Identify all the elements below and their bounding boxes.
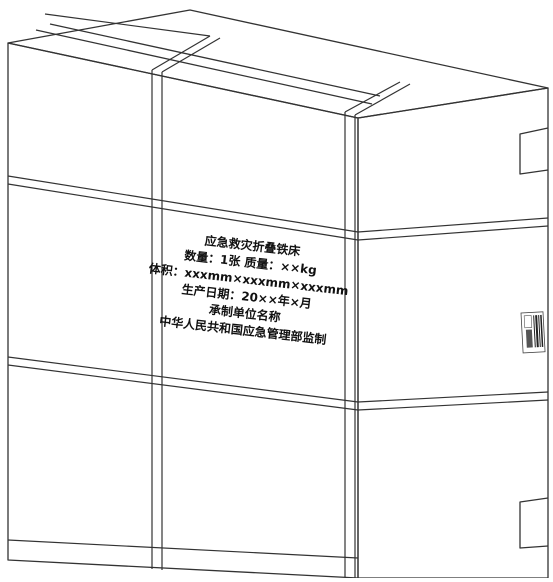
box-top-face	[7, 9, 549, 119]
barcode-label-icon	[520, 311, 546, 354]
strap-bottom	[7, 539, 359, 559]
product-label: 应急救灾折叠铁床 数量：1张 质量：××kg 体积：xxxmm×xxxmm×xx…	[148, 233, 349, 347]
corner-tab-bottom	[519, 497, 549, 549]
strap-upper	[7, 175, 549, 241]
strap-lower	[7, 356, 549, 411]
strap-vertical-left	[44, 13, 221, 570]
strap-vertical-right	[344, 81, 411, 578]
top-flap-line	[49, 23, 381, 97]
corner-tab-top	[519, 127, 549, 175]
top-flap-line	[35, 29, 373, 105]
box-front-face	[7, 42, 359, 579]
